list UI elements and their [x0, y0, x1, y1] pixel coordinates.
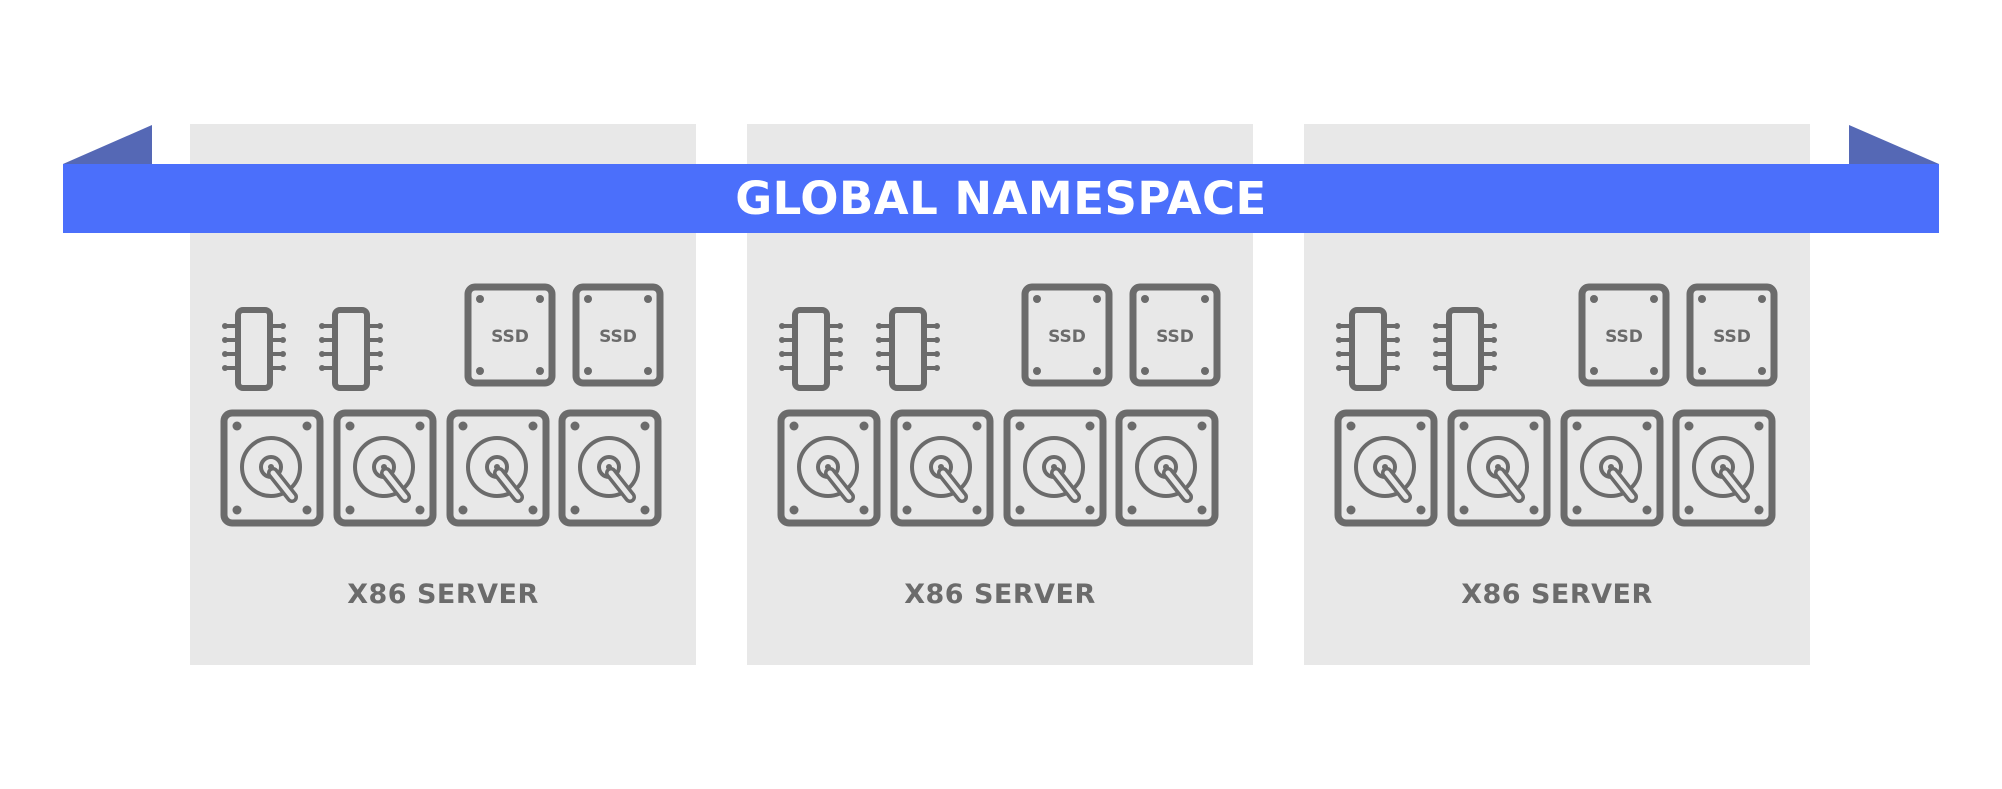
- hard-disk-icon: [1115, 409, 1219, 527]
- hard-disk-icon: [1560, 409, 1664, 527]
- banner-left-flap: [63, 125, 152, 164]
- hard-disk-icon: [1447, 409, 1551, 527]
- ssd-label: SSD: [1713, 327, 1751, 347]
- ssd-icon: SSD: [1686, 283, 1778, 387]
- ssd-label: SSD: [599, 327, 637, 347]
- ssd-label: SSD: [1048, 327, 1086, 347]
- hard-disk-icon: [558, 409, 662, 527]
- ssd-icon: SSD: [464, 283, 556, 387]
- processor-icon: [222, 307, 286, 391]
- ssd-icon: SSD: [1129, 283, 1221, 387]
- ssd-icon: SSD: [572, 283, 664, 387]
- hard-disk-icon: [333, 409, 437, 527]
- banner-title: GLOBAL NAMESPACE: [735, 172, 1267, 225]
- global-namespace-banner: GLOBAL NAMESPACE: [63, 164, 1939, 233]
- hard-disk-icon: [890, 409, 994, 527]
- server-label: X86 SERVER: [1461, 579, 1653, 610]
- processor-icon: [319, 307, 383, 391]
- hard-disk-icon: [1672, 409, 1776, 527]
- ssd-label: SSD: [491, 327, 529, 347]
- processor-icon: [1336, 307, 1400, 391]
- processor-icon: [876, 307, 940, 391]
- server-label: X86 SERVER: [904, 579, 1096, 610]
- processor-icon: [1433, 307, 1497, 391]
- server-label: X86 SERVER: [347, 579, 539, 610]
- hard-disk-icon: [1003, 409, 1107, 527]
- processor-icon: [779, 307, 843, 391]
- ssd-label: SSD: [1156, 327, 1194, 347]
- hard-disk-icon: [220, 409, 324, 527]
- banner-right-flap: [1849, 125, 1939, 164]
- ssd-icon: SSD: [1021, 283, 1113, 387]
- hard-disk-icon: [1334, 409, 1438, 527]
- ssd-icon: SSD: [1578, 283, 1670, 387]
- hard-disk-icon: [446, 409, 550, 527]
- ssd-label: SSD: [1605, 327, 1643, 347]
- hard-disk-icon: [777, 409, 881, 527]
